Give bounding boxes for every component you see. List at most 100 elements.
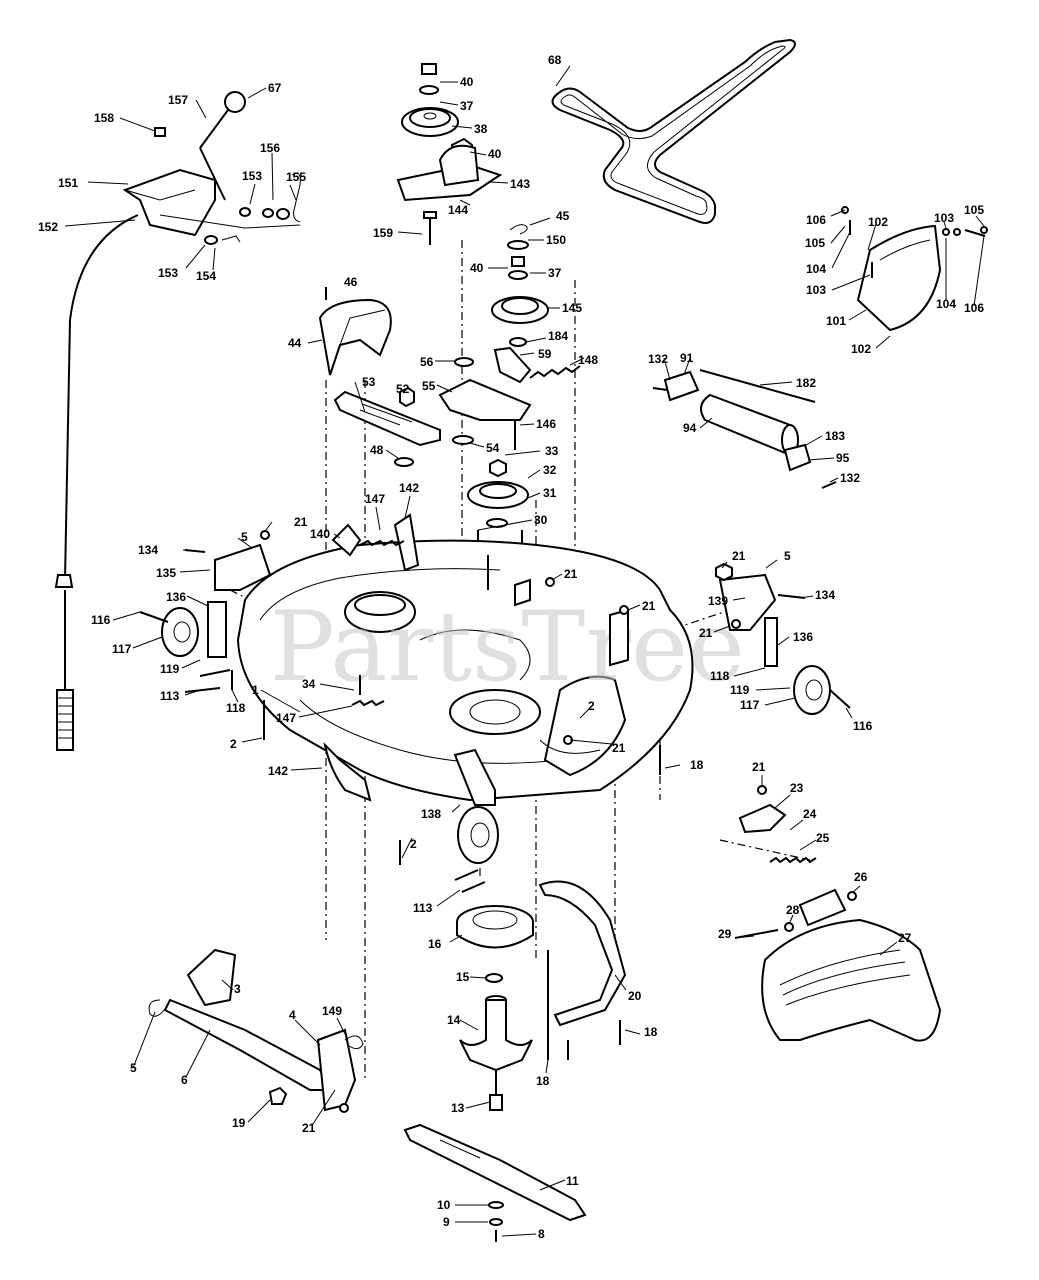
deck-brackets: [323, 513, 629, 802]
callout: 18: [690, 758, 704, 772]
callout: 1: [252, 683, 259, 697]
callout: 144: [448, 203, 468, 217]
callout: 40: [488, 147, 502, 161]
left-wheel-assembly: [139, 543, 272, 693]
callout: 48: [370, 443, 384, 457]
callout: 159: [373, 226, 393, 240]
deck-roller: [652, 369, 837, 489]
belt-guard: [318, 287, 392, 376]
callout: 56: [420, 355, 434, 369]
callout: 10: [437, 1198, 451, 1212]
callout: 21: [642, 599, 656, 613]
fasteners: [260, 530, 741, 1113]
callout: 118: [710, 669, 730, 683]
callout: 117: [740, 698, 760, 712]
spindle-assembly: [456, 905, 534, 1111]
callout: 103: [806, 283, 826, 297]
lift-link: [148, 948, 364, 1112]
callout: 5: [241, 530, 248, 544]
callout: 8: [538, 1227, 545, 1241]
stabilizer-bracket: [333, 386, 441, 467]
callout: 146: [536, 417, 556, 431]
callout: 151: [58, 176, 78, 190]
callout: 158: [94, 111, 114, 125]
callout: 132: [840, 471, 860, 485]
callout: 117: [112, 642, 132, 656]
callout: 142: [399, 481, 419, 495]
callout: 134: [815, 588, 835, 602]
callout: 183: [825, 429, 845, 443]
callout: 136: [166, 590, 186, 604]
mulch-cover: [734, 888, 942, 1042]
callout: 19: [232, 1116, 246, 1130]
callout: 16: [428, 937, 442, 951]
callout: 182: [796, 376, 816, 390]
callout: 103: [934, 211, 954, 225]
callout: 30: [534, 513, 548, 527]
callout: 116: [91, 613, 111, 627]
callout: 102: [868, 215, 888, 229]
callout: 26: [854, 870, 868, 884]
idler-pulley-assembly: [396, 63, 503, 245]
callout: 143: [510, 177, 530, 191]
callout: 154: [196, 269, 216, 283]
callout: 104: [806, 262, 826, 276]
callout: 37: [548, 266, 562, 280]
callout: 25: [816, 831, 830, 845]
callout: 105: [964, 203, 984, 217]
callout: 13: [451, 1101, 465, 1115]
callout: 149: [322, 1004, 342, 1018]
callout: 106: [806, 213, 826, 227]
callout: 18: [536, 1074, 550, 1088]
callout: 34: [302, 677, 316, 691]
second-idler-stack: [491, 224, 549, 384]
callout: 105: [805, 236, 825, 250]
callout: 139: [708, 594, 728, 608]
callout: 116: [853, 719, 873, 733]
control-cable: [54, 214, 139, 751]
height-lever-assembly: [122, 91, 301, 245]
callout: 136: [793, 630, 813, 644]
callout: 134: [138, 543, 158, 557]
mower-blade: [403, 1123, 587, 1242]
drive-belt: [551, 38, 796, 224]
callout: 21: [732, 549, 746, 563]
leader-lines: [64, 65, 985, 1237]
callout: 29: [718, 927, 732, 941]
callout: 54: [486, 441, 500, 455]
callout: 24: [803, 807, 817, 821]
callout: 21: [302, 1121, 316, 1135]
callout: 101: [826, 314, 846, 328]
callout: 150: [546, 233, 566, 247]
callout: 32: [543, 463, 557, 477]
callout: 94: [683, 421, 697, 435]
callout: 28: [786, 903, 800, 917]
callout-labels: 68 40 37 38 40 143 144 159 45 150 40 37 …: [38, 53, 984, 1241]
callout: 145: [562, 301, 582, 315]
deflector-bracket: [538, 880, 627, 1027]
callout: 21: [564, 567, 578, 581]
callout: 67: [268, 81, 282, 95]
callout: 157: [168, 93, 188, 107]
callout: 132: [648, 352, 668, 366]
callout: 2: [410, 837, 417, 851]
watermark: PartsTree: [270, 591, 745, 703]
callout: 15: [456, 970, 470, 984]
callout: 37: [460, 99, 474, 113]
callout: 40: [470, 261, 484, 275]
callout: 147: [276, 711, 296, 725]
callout: 155: [286, 170, 306, 184]
callout: 40: [460, 75, 474, 89]
right-wheel-assembly: [715, 562, 851, 715]
callout: 153: [158, 266, 178, 280]
callout: 52: [396, 382, 410, 396]
callout: 38: [474, 122, 488, 136]
callout: 23: [790, 781, 804, 795]
shield-plate: [841, 206, 988, 332]
callout: 18: [644, 1025, 658, 1039]
callout: 106: [964, 301, 984, 315]
center-pulley: [467, 458, 529, 575]
callout: 21: [699, 626, 713, 640]
callout: 46: [344, 275, 358, 289]
callout: 14: [447, 1013, 461, 1027]
